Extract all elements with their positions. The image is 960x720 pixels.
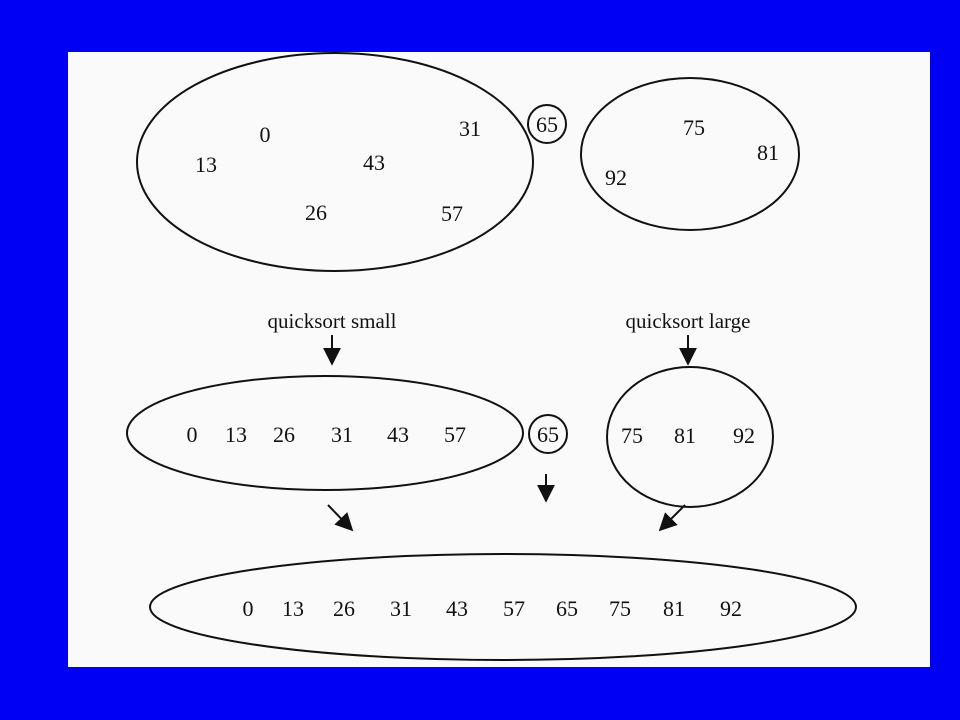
result-numbers: 0 13 26 31 43 57 65 75 81 92 bbox=[243, 596, 743, 621]
sorted-small-number: 57 bbox=[444, 422, 466, 447]
sorted-large-ellipse bbox=[606, 366, 774, 508]
result-number: 75 bbox=[609, 596, 631, 621]
small-set-number: 31 bbox=[459, 116, 481, 141]
sorted-small-number: 43 bbox=[387, 422, 409, 447]
sorted-large-number: 75 bbox=[621, 423, 643, 448]
small-set-number: 43 bbox=[363, 150, 385, 175]
sorted-large-numbers: 75 81 92 bbox=[621, 423, 755, 448]
small-set-number: 26 bbox=[305, 200, 327, 225]
sorted-small-number: 13 bbox=[225, 422, 247, 447]
sorted-small-ellipse bbox=[126, 375, 524, 491]
result-number: 65 bbox=[556, 596, 578, 621]
small-set-number: 0 bbox=[260, 122, 271, 147]
result-number: 26 bbox=[333, 596, 355, 621]
small-set-ellipse bbox=[136, 52, 534, 272]
small-set-numbers: 0 31 13 43 26 57 bbox=[195, 116, 481, 226]
sorted-large-number: 81 bbox=[674, 423, 696, 448]
sorted-small-number: 0 bbox=[187, 422, 198, 447]
quicksort-diagram: 0 31 13 43 26 57 65 75 81 92 quicksort s… bbox=[126, 52, 857, 661]
diagram-panel: 0 31 13 43 26 57 65 75 81 92 quicksort s… bbox=[68, 52, 930, 667]
pivot-value: 65 bbox=[536, 112, 558, 137]
small-set-number: 57 bbox=[441, 201, 463, 226]
large-set-number: 81 bbox=[757, 140, 779, 165]
merge-arrow-right bbox=[658, 504, 686, 532]
merge-arrow-left bbox=[327, 504, 354, 532]
large-set-number: 92 bbox=[605, 165, 627, 190]
large-set-number: 75 bbox=[683, 115, 705, 140]
pivot-value-step2: 65 bbox=[537, 422, 559, 447]
result-number: 81 bbox=[663, 596, 685, 621]
pivot-circle bbox=[527, 104, 567, 144]
pivot-circle-step2 bbox=[528, 414, 568, 454]
quicksort-small-label: quicksort small bbox=[268, 309, 397, 333]
large-set-ellipse bbox=[580, 77, 800, 231]
result-number: 57 bbox=[503, 596, 525, 621]
sorted-small-numbers: 0 13 26 31 43 57 bbox=[187, 422, 467, 447]
sorted-small-number: 31 bbox=[331, 422, 353, 447]
result-number: 43 bbox=[446, 596, 468, 621]
result-number: 0 bbox=[243, 596, 254, 621]
quicksort-large-label: quicksort large bbox=[626, 309, 751, 333]
result-number: 92 bbox=[720, 596, 742, 621]
large-set-numbers: 75 81 92 bbox=[605, 115, 779, 190]
sorted-large-number: 92 bbox=[733, 423, 755, 448]
small-set-number: 13 bbox=[195, 152, 217, 177]
sorted-small-number: 26 bbox=[273, 422, 295, 447]
result-number: 13 bbox=[282, 596, 304, 621]
result-number: 31 bbox=[390, 596, 412, 621]
result-ellipse bbox=[149, 553, 857, 661]
